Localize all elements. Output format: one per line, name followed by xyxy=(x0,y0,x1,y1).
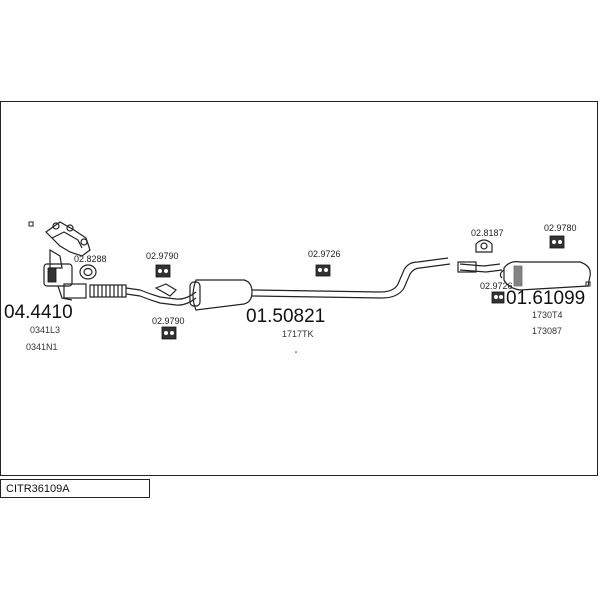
diagram-code-box xyxy=(0,479,150,498)
intermediate-pipe[interactable] xyxy=(251,257,449,293)
marker-square xyxy=(28,221,34,227)
mid-ref-1: 1717TK xyxy=(282,329,314,339)
diagram-frame xyxy=(0,101,598,476)
clamp-icon[interactable] xyxy=(475,239,493,253)
flex-pipe-part[interactable] xyxy=(89,284,127,298)
rear-ref-1: 1730T4 xyxy=(532,310,563,320)
hanger-icon[interactable] xyxy=(491,291,505,304)
fitting-label: 02.9780 xyxy=(544,223,577,233)
cat-ref-1: 0341L3 xyxy=(30,325,60,335)
cat-ref-2: 0341N1 xyxy=(26,342,58,352)
rear-part-number: 01.61099 xyxy=(506,288,585,309)
rear-silencer-part[interactable] xyxy=(499,261,591,291)
hanger-icon[interactable] xyxy=(315,264,331,277)
diagram-code: CITR36109A xyxy=(6,483,70,495)
bracket-icon[interactable] xyxy=(154,283,177,297)
hanger-icon[interactable] xyxy=(549,235,565,249)
hanger-icon[interactable] xyxy=(161,326,177,340)
mid-part-number: 01.50821 xyxy=(246,306,325,327)
fitting-label: 02.9790 xyxy=(146,251,179,261)
hanger-icon[interactable] xyxy=(155,264,171,278)
front-pipe[interactable] xyxy=(125,287,197,300)
rear-ref-2: 173087 xyxy=(532,326,562,336)
cat-part-number: 04.4410 xyxy=(4,302,73,323)
fitting-label: 02.8288 xyxy=(74,254,107,264)
middle-silencer-part[interactable] xyxy=(189,279,253,311)
fitting-label: 02.9790 xyxy=(152,316,185,326)
fitting-label: 02.9726 xyxy=(308,249,341,259)
fitting-label: 02.8187 xyxy=(471,228,504,238)
tail-link-pipe[interactable] xyxy=(459,263,501,267)
gasket-ring-icon[interactable] xyxy=(79,264,97,280)
fitting-label: 02.9726 xyxy=(480,281,513,291)
catalytic-converter-part[interactable] xyxy=(43,221,91,301)
